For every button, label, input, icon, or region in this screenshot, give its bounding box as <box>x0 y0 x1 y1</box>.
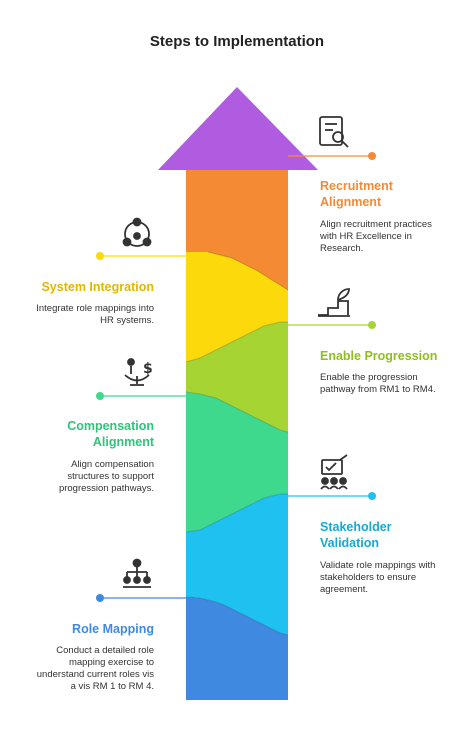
desc-line: Integrate role mappings into <box>36 303 154 314</box>
stakeholder-checklist-icon <box>320 454 348 490</box>
desc-line: structures to support <box>67 471 154 482</box>
step-title-recruitment: Recruitment Alignment <box>320 178 455 210</box>
title-line: Stakeholder <box>320 520 392 534</box>
segment-stakeholder <box>186 494 288 635</box>
desc-line: Conduct a detailed role <box>56 645 154 656</box>
segment-system-integration <box>186 252 288 362</box>
desc-line: Validate role mappings with <box>320 560 436 571</box>
segment-recruitment <box>186 170 288 290</box>
step-title-progression: Enable Progression <box>320 349 438 363</box>
desc-line: Align compensation <box>71 459 154 470</box>
step-title-system-integration: System Integration <box>41 280 154 294</box>
title-line: Alignment <box>320 195 382 209</box>
stair-line <box>185 493 288 533</box>
step-title-stakeholder: Stakeholder Validation <box>320 519 455 551</box>
stair-line <box>185 596 289 636</box>
stair-line <box>207 251 289 291</box>
connector-compensation <box>96 392 186 400</box>
stair-line <box>185 391 289 433</box>
desc-line: with HR Excellence in <box>320 231 412 242</box>
connector-progression <box>288 321 376 329</box>
connector-stakeholder <box>288 492 376 500</box>
desc-line: Align recruitment practices <box>320 219 432 230</box>
desc-line: a vis RM 1 to RM 4. <box>70 681 154 692</box>
desc-line: mapping exercise to <box>68 657 154 668</box>
connector-role-mapping <box>96 594 186 602</box>
segment-compensation <box>186 392 288 532</box>
step-desc-recruitment: Align recruitment practices with HR Exce… <box>320 219 455 255</box>
arrow-head <box>158 87 318 192</box>
svg-text:$: $ <box>143 361 153 377</box>
step-desc-system-integration: Integrate role mappings into HR systems. <box>19 303 154 327</box>
page-title: Steps to Implementation <box>149 33 325 50</box>
desc-line: progression pathways. <box>58 483 154 494</box>
desc-line: Enable the progression <box>320 372 418 383</box>
desc-line: understand current roles vis <box>36 669 154 680</box>
desc-line: HR systems. <box>100 315 154 326</box>
network-people-icon <box>122 217 152 247</box>
title-line: Validation <box>320 536 380 550</box>
document-search-icon <box>319 116 349 148</box>
title-line: Recruitment <box>320 179 393 193</box>
segment-progression <box>186 322 288 432</box>
step-desc-role-mapping: Conduct a detailed role mapping exercise… <box>19 645 154 693</box>
step-desc-stakeholder: Validate role mappings with stakeholders… <box>320 560 455 596</box>
title-line: Alignment <box>92 435 154 449</box>
growth-steps-icon <box>318 288 350 317</box>
connector-system-integration <box>96 252 186 260</box>
connector-recruitment <box>288 152 376 160</box>
step-desc-progression: Enable the progression pathway from RM1 … <box>320 372 455 396</box>
step-title-role-mapping: Role Mapping <box>72 622 154 636</box>
segment-role-mapping <box>186 597 288 700</box>
hierarchy-icon <box>123 558 151 588</box>
desc-line: agreement. <box>320 584 369 595</box>
title-line: Compensation <box>67 419 154 433</box>
stair-line <box>185 321 288 363</box>
desc-line: stakeholders to ensure <box>320 572 417 583</box>
balance-money-icon: $ <box>124 358 153 386</box>
desc-line: Research. <box>320 243 364 254</box>
desc-line: pathway from RM1 to RM4. <box>320 384 436 395</box>
step-desc-compensation: Align compensation structures to support… <box>19 459 154 495</box>
step-title-compensation: Compensation Alignment <box>19 418 154 450</box>
